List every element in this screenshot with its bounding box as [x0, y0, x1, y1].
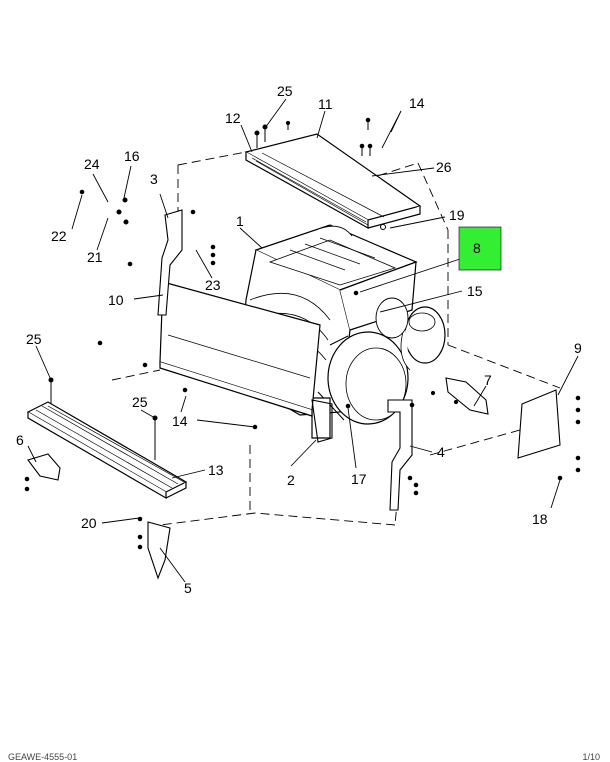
brackets: [27, 209, 561, 580]
callout-9: 9: [574, 340, 582, 356]
bracket-item-4: [387, 399, 413, 511]
callout-20: 20: [81, 515, 97, 531]
bracket-item-5: [147, 521, 171, 580]
callout-18: 18: [532, 511, 548, 527]
callout-7: 7: [484, 372, 492, 388]
callout-14b: 14: [409, 95, 425, 111]
callout-25b: 25: [26, 331, 42, 347]
callout-3: 3: [150, 171, 158, 187]
callout-23: 23: [205, 277, 221, 293]
highlight-box-item-8[interactable]: [458, 226, 502, 271]
bracket-item-7: [445, 377, 489, 415]
top-step-part: [244, 133, 422, 230]
callout-13: 13: [208, 462, 224, 478]
drawing-id: GEAWE-4555-01: [8, 752, 78, 762]
callout-11: 11: [318, 96, 333, 112]
bracket-item-3: [157, 209, 183, 316]
callout-12: 12: [225, 110, 241, 126]
bracket-item-2: [311, 399, 333, 443]
callout-22: 22: [51, 228, 67, 244]
bracket-item-6: [27, 453, 61, 481]
callout-25c: 25: [132, 394, 148, 410]
fasteners: [24, 117, 581, 550]
callout-15: 15: [467, 283, 483, 299]
callout-numbers: 1 2 3 4 5 6 7 8 9 10 11 12 13 14 14 15 1…: [16, 83, 582, 596]
bracket-item-9: [517, 389, 561, 459]
callout-26: 26: [436, 159, 452, 175]
leader-lines: [27, 98, 579, 583]
callout-5: 5: [184, 580, 192, 596]
callout-10: 10: [108, 292, 124, 308]
callout-6: 6: [16, 432, 24, 448]
callout-17: 17: [351, 471, 367, 487]
page-number: 1/10: [582, 752, 600, 762]
callout-1: 1: [236, 213, 244, 229]
callout-14a: 14: [172, 413, 188, 429]
callout-16: 16: [124, 148, 140, 164]
lower-step-part: [26, 401, 188, 500]
callout-25a: 25: [277, 83, 293, 99]
callout-8: 8: [473, 240, 481, 256]
callout-19: 19: [449, 207, 465, 223]
front-panel-part: [159, 281, 321, 417]
callout-4: 4: [437, 444, 445, 460]
callout-21: 21: [87, 249, 103, 265]
callout-24: 24: [84, 156, 100, 172]
callout-2: 2: [287, 472, 295, 488]
